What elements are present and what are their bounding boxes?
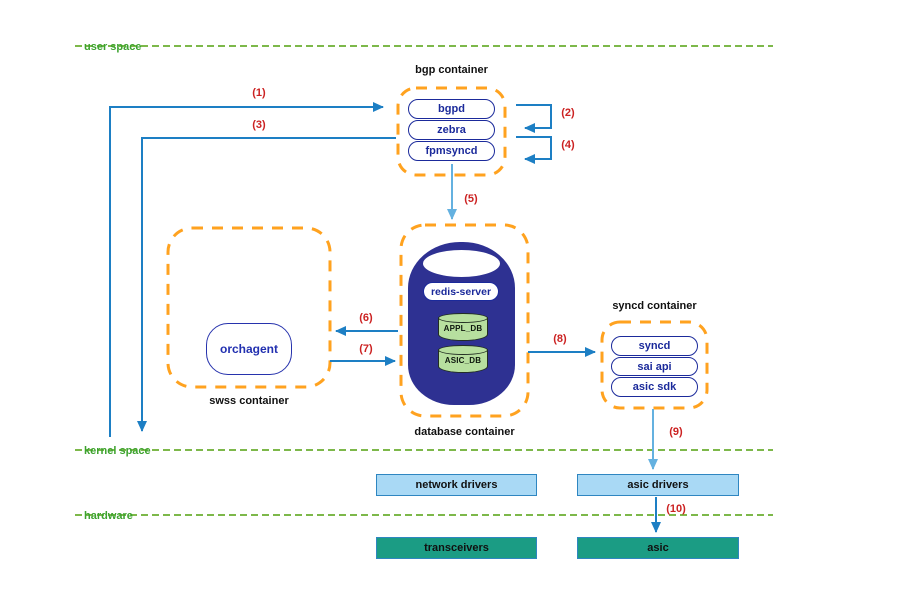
flow-2-line [516,104,552,133]
syncd-container-title: syncd container [612,300,697,312]
flow-label-6: (6) [359,312,373,324]
flow-label-4: (4) [561,139,575,151]
bgp-container: bgpd zebra fpmsyncd [398,88,505,175]
swss-container-title: swss container [209,395,289,407]
bgpd-process: bgpd [408,99,495,119]
hardware-label: hardware [84,510,133,522]
user-space-label: user space [84,41,142,53]
asic-db-cylinder: ASIC_DB [438,345,488,373]
swss-container: orchagent [168,228,330,387]
flow-label-1: (1) [252,87,266,99]
flow-label-3: (3) [252,119,266,131]
bgp-container-outline [396,86,507,177]
asic-sdk-process: asic sdk [611,377,698,397]
redis-server-process: redis-server [423,282,499,301]
kernel-space-label: kernel space [84,445,151,457]
appl-db-body [438,318,488,341]
database-container: redis-server APPL_DB ASIC_DB [401,225,528,416]
syncd-container-outline [600,320,709,410]
zebra-process: zebra [408,120,495,140]
asic-db-body [438,350,488,373]
flow-label-9: (9) [669,426,683,438]
cylinder-top-ellipse [423,250,500,277]
syncd-container: syncd sai api asic sdk [602,322,707,408]
flow-label-5: (5) [464,193,478,205]
flow-4-line [516,136,552,164]
database-container-title: database container [414,426,515,438]
appl-db-cylinder: APPL_DB [438,313,488,341]
asic-box: asic [577,537,739,559]
bgp-container-title: bgp container [415,64,488,76]
flow-1-line [109,102,384,437]
appl-db-cap [438,313,488,323]
flow-label-10: (10) [666,503,686,515]
fpmsyncd-process: fpmsyncd [408,141,495,161]
transceivers-box: transceivers [376,537,537,559]
asic-drivers-box: asic drivers [577,474,739,496]
appl-db-label: APPL_DB [443,324,483,333]
network-drivers-box: network drivers [376,474,537,496]
sai-api-process: sai api [611,357,698,376]
database-container-outline [399,223,530,418]
flow-label-8: (8) [553,333,567,345]
redis-database-cylinder [408,242,515,405]
orchagent-process: orchagent [206,323,292,375]
asic-db-label: ASIC_DB [444,356,482,365]
flow-3-line [137,137,396,432]
flow-label-7: (7) [359,343,373,355]
swss-container-outline [166,226,332,389]
flow-label-2: (2) [561,107,575,119]
syncd-process: syncd [611,336,698,356]
asic-db-cap [438,345,488,355]
